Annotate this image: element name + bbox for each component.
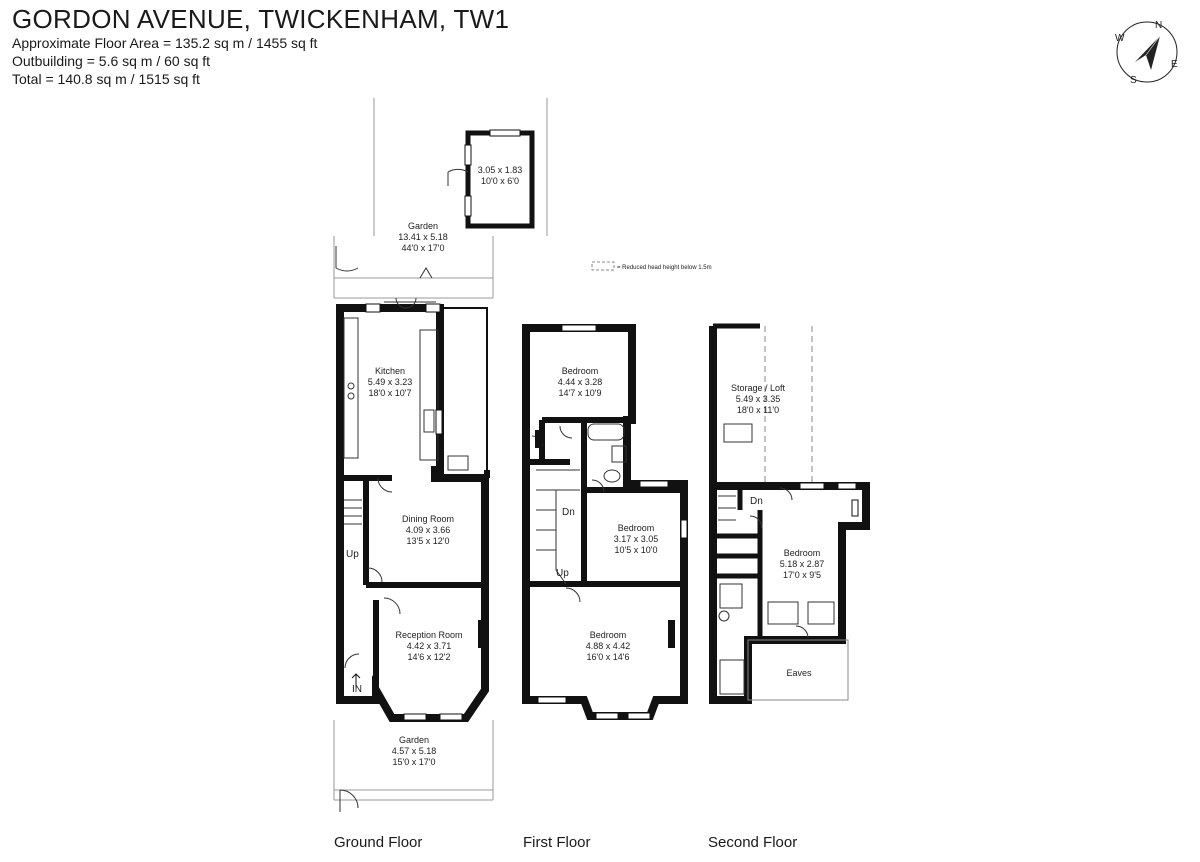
reception-name: Reception Room — [395, 630, 462, 640]
property-title: GORDON AVENUE, TWICKENHAM, TW1 — [12, 4, 510, 34]
garden-front-name: Garden — [399, 735, 429, 745]
bedroom-front-imperial: 16'0 x 14'6 — [587, 652, 630, 662]
first-floor-label: First Floor — [523, 834, 591, 851]
bedroom-front-name: Bedroom — [590, 630, 627, 640]
compass-s: S — [1130, 75, 1137, 86]
first-floor-plan — [522, 324, 688, 720]
room-labels: 3.05 x 1.83 10'0 x 6'0 Garden 13.41 x 5.… — [368, 165, 825, 767]
second-dn-mark: Dn — [750, 496, 763, 507]
bedroom-second-name: Bedroom — [784, 548, 821, 558]
reception-imperial: 14'6 x 12'2 — [408, 652, 451, 662]
outbuilding-imperial: 10'0 x 6'0 — [481, 176, 519, 186]
bedroom-mid-metric: 3.17 x 3.05 — [614, 534, 659, 544]
second-floor-plan — [709, 323, 870, 704]
loft-metric: 5.49 x 3.35 — [736, 394, 781, 404]
compass-w: W — [1115, 33, 1125, 44]
garden-front-metric: 4.57 x 5.18 — [392, 746, 437, 756]
first-up-mark: Up — [556, 568, 569, 579]
dining-name: Dining Room — [402, 514, 454, 524]
reception-metric: 4.42 x 3.71 — [407, 641, 452, 651]
total-area-line: Total = 140.8 sq m / 1515 sq ft — [12, 71, 200, 87]
garden-rear-imperial: 44'0 x 17'0 — [402, 243, 445, 253]
header: GORDON AVENUE, TWICKENHAM, TW1 Approxima… — [12, 4, 509, 88]
stair-marks: Up IN Dn Up Dn — [346, 496, 763, 695]
bedroom-mid-imperial: 10'5 x 10'0 — [615, 545, 658, 555]
outbuilding-area-line: Outbuilding = 5.6 sq m / 60 sq ft — [12, 53, 211, 69]
kitchen-metric: 5.49 x 3.23 — [368, 377, 413, 387]
loft-name: Storage / Loft — [731, 383, 786, 393]
garden-front-imperial: 15'0 x 17'0 — [393, 757, 436, 767]
outbuilding — [447, 129, 535, 229]
kitchen-name: Kitchen — [375, 366, 405, 376]
bedroom-front-metric: 4.88 x 4.42 — [586, 641, 631, 651]
ground-floor-label: Ground Floor — [334, 834, 423, 851]
dining-metric: 4.09 x 3.66 — [406, 525, 451, 535]
compass-n: N — [1155, 20, 1162, 31]
garden-rear-metric: 13.41 x 5.18 — [398, 232, 448, 242]
compass-e: E — [1171, 59, 1178, 70]
bedroom-second-imperial: 17'0 x 9'5 — [783, 570, 821, 580]
loft-imperial: 18'0 x 11'0 — [737, 405, 779, 415]
compass-icon: N E S W — [1115, 20, 1178, 86]
ground-up-mark: Up — [346, 549, 359, 560]
bedroom-rear-metric: 4.44 x 3.28 — [558, 377, 603, 387]
garden-rear-name: Garden — [408, 221, 438, 231]
first-dn-mark: Dn — [562, 507, 575, 518]
second-floor-label: Second Floor — [708, 834, 798, 851]
kitchen-imperial: 18'0 x 10'7 — [369, 388, 412, 398]
ground-floor-plan — [333, 98, 548, 812]
legend-text: = Reduced head height below 1.5m — [617, 265, 712, 271]
entrance-mark: IN — [352, 684, 362, 695]
bedroom-rear-imperial: 14'7 x 10'9 — [559, 388, 602, 398]
bedroom-rear-name: Bedroom — [562, 366, 599, 376]
dining-imperial: 13'5 x 12'0 — [407, 536, 450, 546]
legend: = Reduced head height below 1.5m — [591, 261, 712, 271]
outbuilding-metric: 3.05 x 1.83 — [478, 165, 523, 175]
bedroom-mid-name: Bedroom — [618, 523, 655, 533]
floor-area-line: Approximate Floor Area = 135.2 sq m / 14… — [12, 35, 318, 51]
eaves-name: Eaves — [786, 668, 812, 678]
bedroom-second-metric: 5.18 x 2.87 — [780, 559, 825, 569]
